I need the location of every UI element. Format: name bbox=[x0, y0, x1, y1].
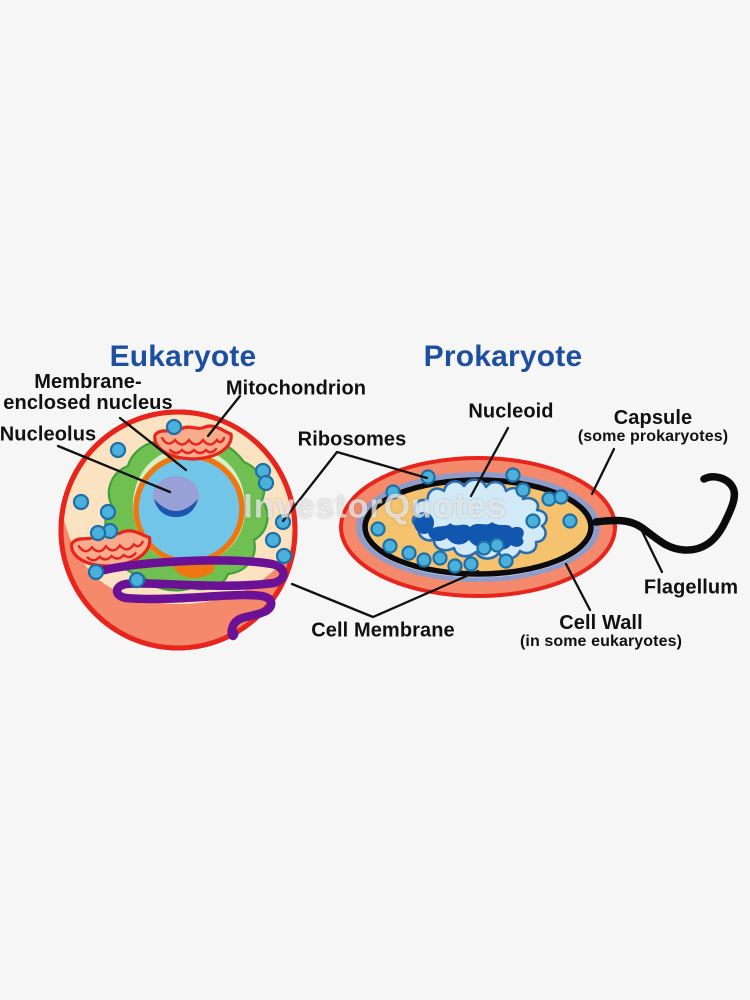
label-ribosomes: Ribosomes bbox=[297, 428, 407, 451]
golgi-squiggle bbox=[95, 556, 288, 641]
label-cell-membrane: Cell Membrane bbox=[311, 619, 455, 642]
line-membrane-nucleus bbox=[118, 416, 188, 472]
label-membrane-enclosed-nucleus: Membrane- enclosed nucleus bbox=[3, 370, 173, 414]
label-cell-wall-main: Cell Wall bbox=[559, 611, 643, 634]
prokaryote-ribosomes bbox=[370, 467, 578, 574]
prokaryote-cell bbox=[339, 456, 739, 598]
label-nucleoid: Nucleoid bbox=[468, 400, 554, 423]
eukaryote-outline bbox=[58, 409, 298, 651]
leader-lines bbox=[56, 394, 664, 619]
label-nucleolus: Nucleolus bbox=[0, 423, 97, 446]
label-mitochondrion: Mitochondrion bbox=[225, 377, 367, 400]
label-capsule-sub: (some prokaryotes) bbox=[577, 428, 729, 446]
eukaryote-title: Eukaryote bbox=[109, 340, 257, 373]
line-flagellum bbox=[639, 527, 664, 574]
label-cell-wall-sub: (in some eukaryotes) bbox=[519, 633, 683, 651]
line-ribosomes bbox=[281, 450, 429, 523]
eukaryote-cytoplasm-shading bbox=[61, 498, 295, 648]
squiggle-end bbox=[227, 628, 239, 640]
line-mitochondrion bbox=[206, 394, 242, 438]
line-nucleolus bbox=[56, 444, 172, 494]
label-capsule: Capsule (some prokaryotes) bbox=[577, 406, 729, 446]
nucleolus-shadow bbox=[154, 499, 198, 517]
nucleoid-dense-blob bbox=[414, 512, 434, 534]
eukaryote-cell bbox=[58, 409, 298, 651]
line-capsule bbox=[590, 447, 616, 496]
prokaryote-title: Prokaryote bbox=[423, 340, 583, 373]
eukaryote-ribosomes bbox=[72, 418, 293, 589]
label-membrane-line2: enclosed nucleus bbox=[3, 392, 173, 414]
label-flagellum: Flagellum bbox=[643, 576, 739, 599]
label-capsule-main: Capsule bbox=[613, 406, 693, 429]
label-membrane-line1: Membrane- bbox=[34, 370, 142, 393]
line-cell-membrane bbox=[290, 569, 480, 619]
nucleolus-shape bbox=[153, 476, 199, 516]
line-nucleoid bbox=[469, 426, 510, 498]
flagellum-shape bbox=[592, 473, 739, 554]
label-cell-wall: Cell Wall (in some eukaryotes) bbox=[519, 611, 683, 651]
line-cell-wall bbox=[564, 562, 592, 612]
